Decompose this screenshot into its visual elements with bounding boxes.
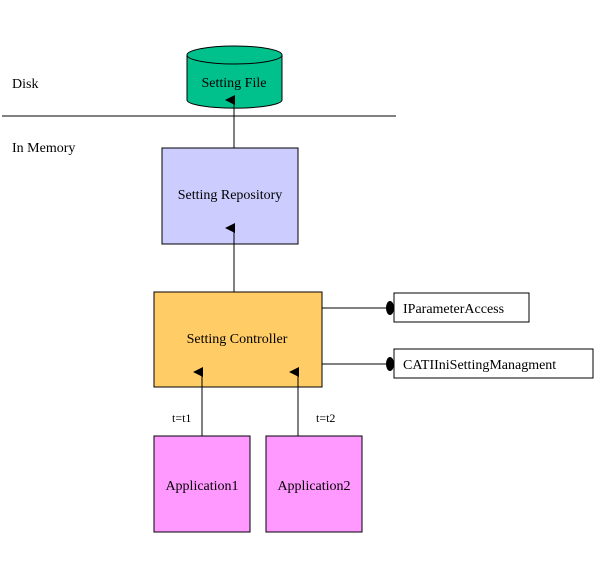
catiini-setting-label: CATIIniSettingManagment <box>403 358 556 373</box>
setting-controller-node: Setting Controller <box>153 291 323 388</box>
catiini-port <box>386 357 394 371</box>
setting-repository-node: Setting Repository <box>161 147 299 245</box>
memory-zone-label: In Memory <box>12 141 75 156</box>
setting-repository-label: Setting Repository <box>178 188 283 203</box>
application1-node: Application1 <box>153 435 251 533</box>
iparameter-access-label: IParameterAccess <box>403 302 504 317</box>
edge-label-t1: t=t1 <box>172 411 191 425</box>
iparameter-access-box: IParameterAccess <box>393 292 530 323</box>
application2-node: Application2 <box>265 435 363 533</box>
iparameter-port <box>386 301 394 315</box>
application1-label: Application1 <box>165 479 238 494</box>
application2-label: Application2 <box>277 479 350 494</box>
catiini-setting-box: CATIIniSettingManagment <box>393 348 594 379</box>
disk-zone-label: Disk <box>12 77 38 92</box>
setting-controller-label: Setting Controller <box>187 332 288 347</box>
edge-label-t2: t=t2 <box>316 411 335 425</box>
setting-file-label: Setting File <box>202 76 267 91</box>
setting-file-node: Setting File <box>186 45 283 109</box>
